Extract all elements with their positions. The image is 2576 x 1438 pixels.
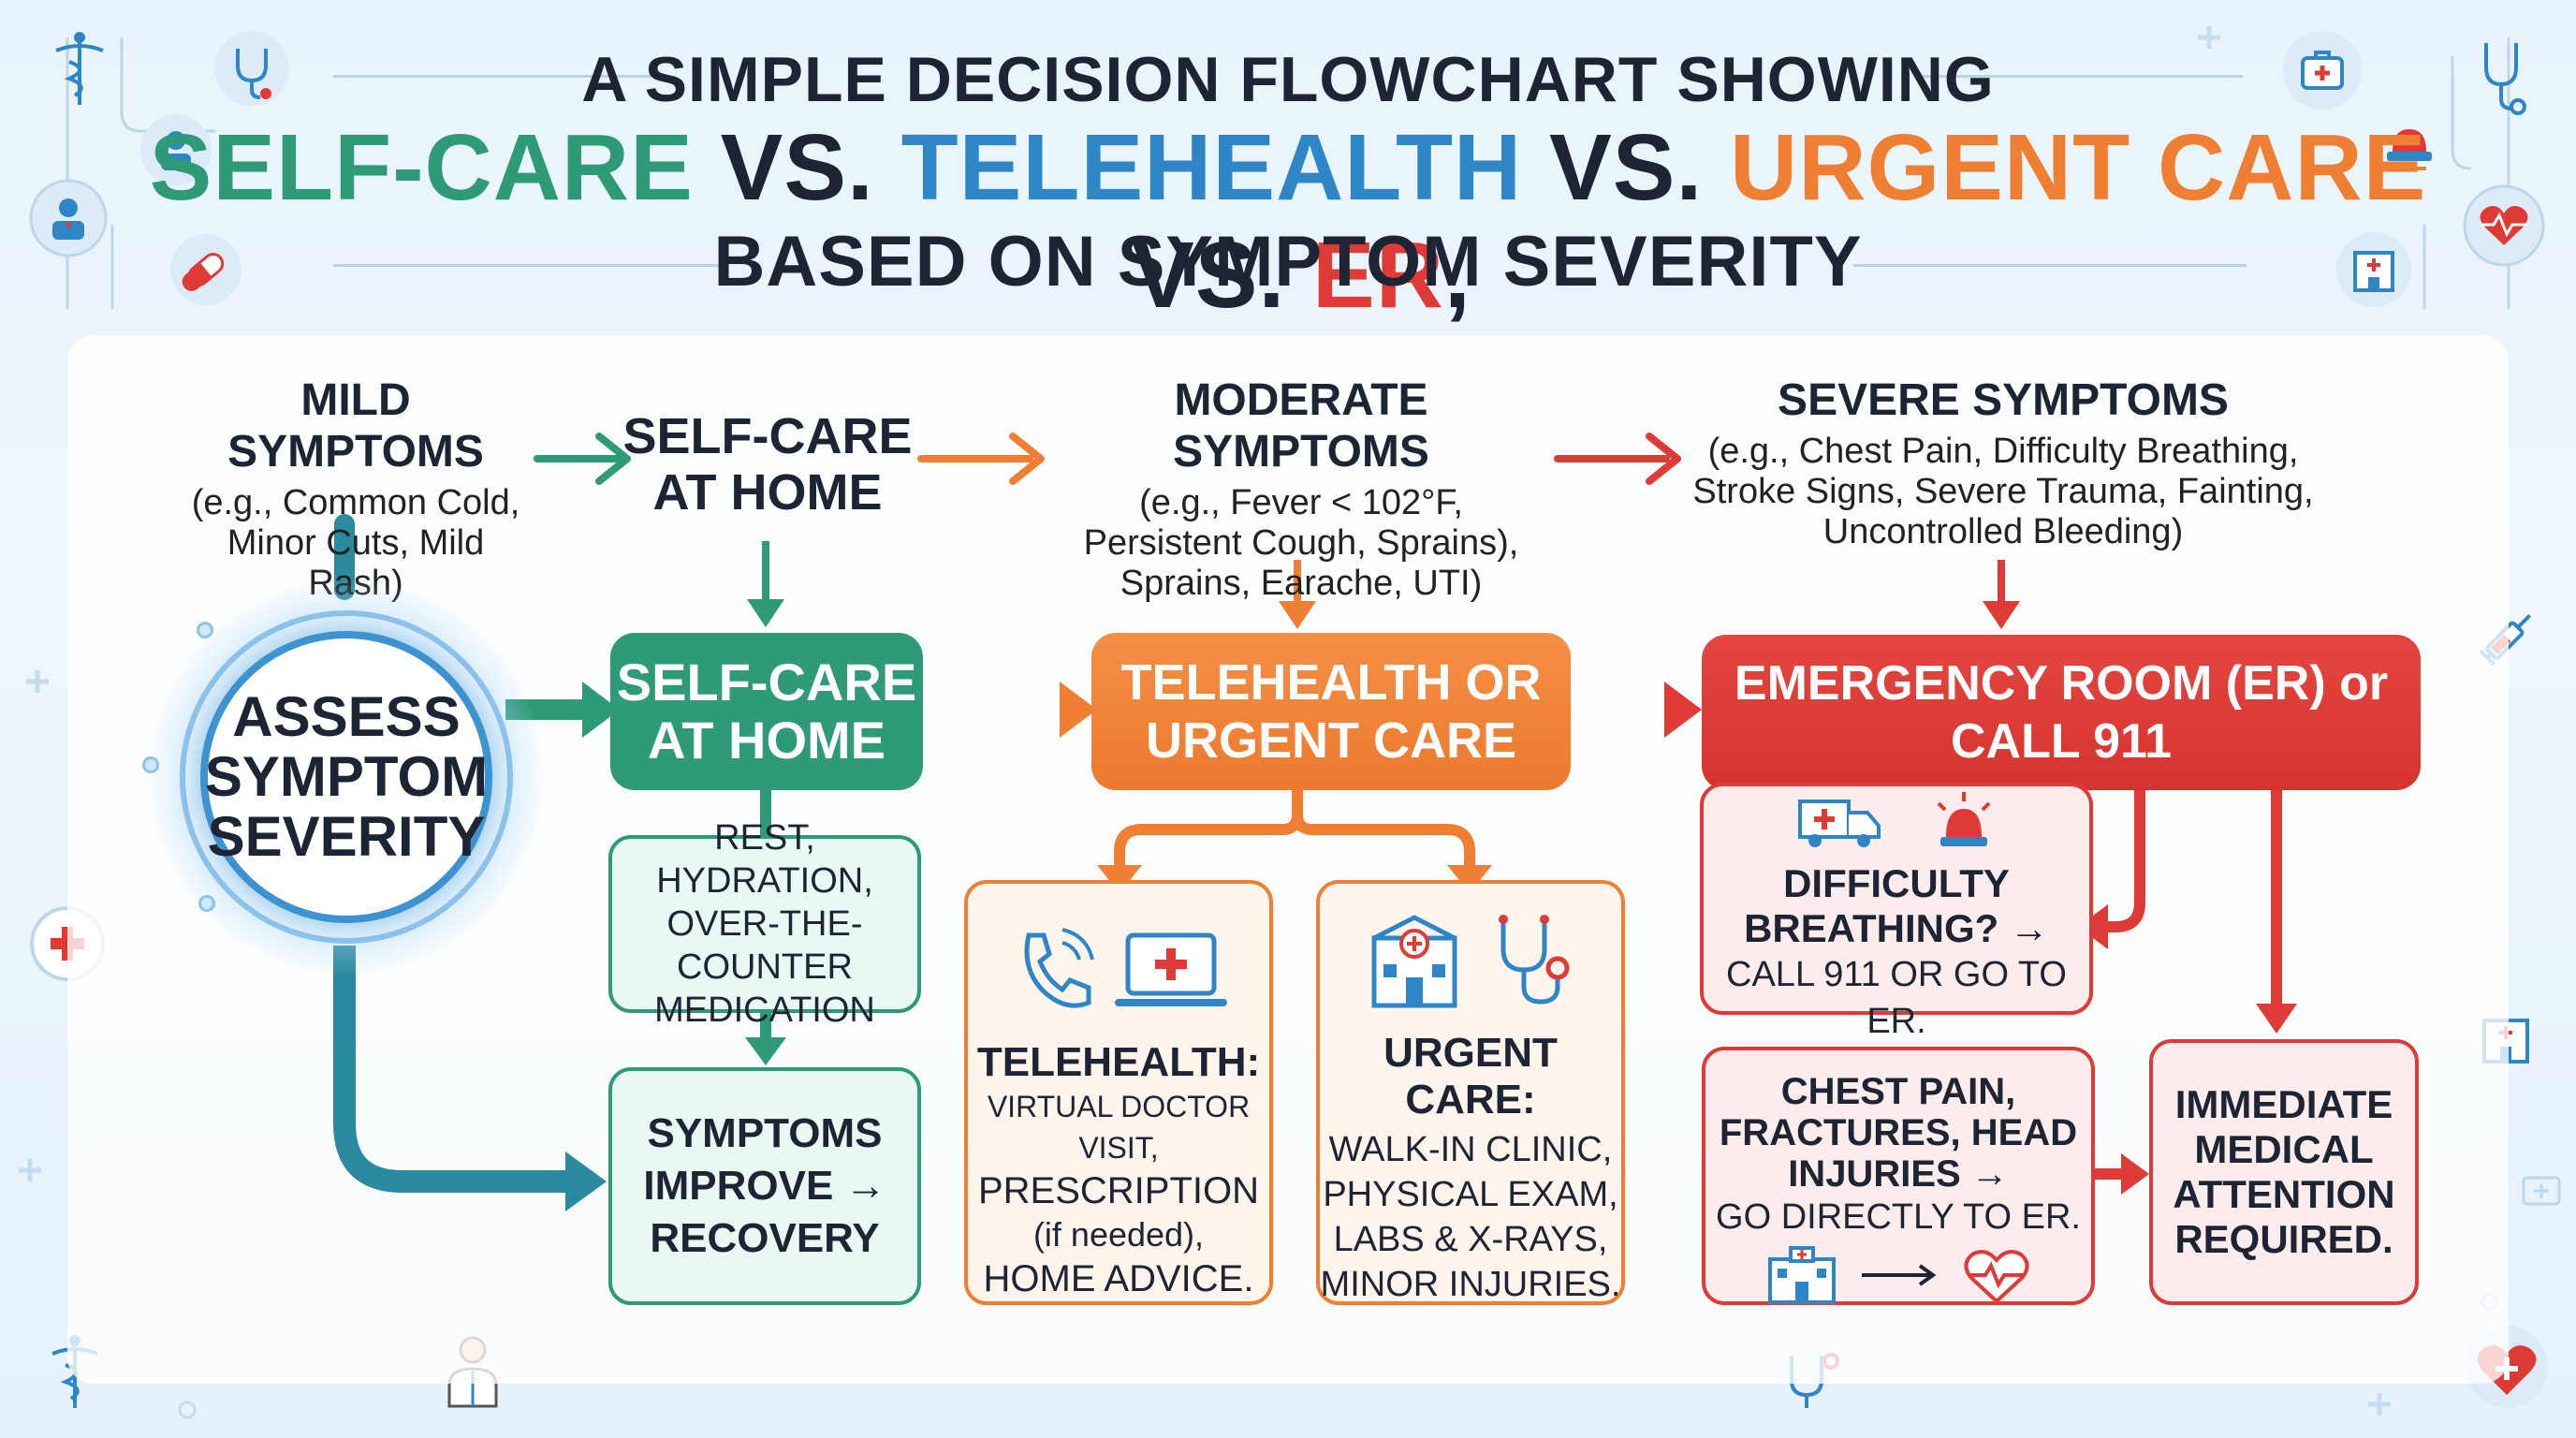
hospital-icon (2336, 232, 2411, 307)
stethoscope-icon (1499, 915, 1570, 1005)
connector-to-telehealth-box (1097, 865, 1142, 893)
title-vs-1: VS. (693, 115, 901, 220)
laptop-medical-icon (1115, 932, 1227, 1006)
header-severe-title: SEVERE SYMPTOMS (1778, 375, 2229, 425)
title-urgent-care: URGENT CARE (1730, 115, 2427, 220)
rest-text: REST, HYDRATION, OVER-THE-COUNTER MEDICA… (654, 818, 875, 1030)
immediate-attention-box: IMMEDIATE MEDICAL ATTENTION REQUIRED. (2149, 1039, 2419, 1305)
breathing-title: DIFFICULTY BREATHING? → (1744, 861, 2049, 950)
connector-assess-to-improve (333, 946, 607, 1211)
pill-icon (170, 234, 242, 305)
header-arrow-selfcare (917, 433, 1045, 485)
connector-to-urgent-box (1447, 865, 1492, 893)
title-rule-left-top (333, 75, 651, 78)
header-arrow-moderate (1554, 433, 1681, 485)
urgent-care-box: URGENT CARE: WALK-IN CLINIC, PHYSICAL EX… (1316, 880, 1625, 1305)
breathing-box: DIFFICULTY BREATHING? → CALL 911 OR GO T… (1700, 783, 2093, 1041)
connector-chest-to-immediate (2093, 1153, 2149, 1195)
first-aid-kit-icon (2283, 31, 2362, 110)
hospital-icon (1768, 1246, 1836, 1304)
heart-monitor-icon (2463, 184, 2545, 267)
heartbeat-icon (1964, 1250, 2029, 1304)
title-er: ER (1312, 223, 1444, 328)
ambulance-icon (1798, 800, 1881, 847)
selfcare-node[interactable]: SELF-CARE AT HOME (610, 633, 923, 790)
connector-telehealth-split (1114, 790, 1475, 869)
chest-body: GO DIRECTLY TO ER. (1716, 1197, 2081, 1237)
header-selfcare: SELF-CARE AT HOME (618, 408, 917, 521)
improve-box: SYMPTOMS IMPROVE → RECOVERY (608, 1067, 921, 1305)
header-moderate-examples: (e.g., Fever < 102°F, Persistent Cough, … (1083, 483, 1519, 603)
assess-glow-dot-3 (198, 895, 215, 912)
phone-icon (1024, 928, 1094, 1008)
header-severe-examples: (e.g., Chest Pain, Difficulty Breathing,… (1692, 432, 2314, 551)
doctor-icon (29, 179, 108, 257)
siren-icon (1937, 792, 1991, 846)
chest-title: CHEST PAIN, FRACTURES, HEAD INJURIES → (1719, 1071, 2078, 1195)
breathing-body: CALL 911 OR GO TO ER. (1726, 955, 2067, 1041)
title-line-1: A SIMPLE DECISION FLOWCHART SHOWING (581, 44, 1995, 115)
telehealth-line-1: VIRTUAL DOCTOR VISIT, (987, 1090, 1251, 1165)
title-rule-left-bottom (333, 264, 726, 267)
connector-rest-to-improve (745, 1009, 786, 1065)
connector-er-to-immediate (2256, 790, 2297, 1034)
urgent-body: WALK-IN CLINIC, PHYSICAL EXAM, LABS & X-… (1320, 1130, 1621, 1304)
improve-text: SYMPTOMS IMPROVE → RECOVERY (643, 1110, 886, 1261)
title-line-2: SELF-CARE VS. TELEHEALTH VS. URGENT CARE… (0, 114, 2576, 330)
title-comma: , (1443, 223, 1471, 328)
assess-label: ASSESS SYMPTOM SEVERITY (204, 685, 489, 868)
stethoscope-icon (2484, 43, 2526, 115)
title-vs-3: VS. (1105, 223, 1313, 328)
assess-ring (180, 610, 513, 944)
header-severe: SEVERE SYMPTOMS (e.g., Chest Pain, Diffi… (1685, 374, 2321, 552)
immediate-text: IMMEDIATE MEDICAL ATTENTION REQUIRED. (2173, 1082, 2395, 1261)
siren-icon (2373, 129, 2432, 170)
caduceus-icon (55, 32, 104, 105)
title-vs-2: VS. (1522, 115, 1731, 220)
telehealth-title: TELEHEALTH: (976, 1039, 1261, 1085)
title-selfcare: SELF-CARE (149, 115, 694, 220)
connector-assess-to-selfcare (505, 682, 620, 738)
clinic-icon (1371, 915, 1457, 1008)
connector-telehealth-to-er (1569, 682, 1702, 738)
header-selfcare-title: SELF-CARE AT HOME (622, 408, 913, 521)
telehealth-box: TELEHEALTH: VIRTUAL DOCTOR VISIT, PRESCR… (964, 880, 1273, 1305)
first-aid-kit-icon (2522, 1176, 2561, 1206)
chest-pain-box: CHEST PAIN, FRACTURES, HEAD INJURIES → G… (1702, 1047, 2095, 1305)
arrow-right-icon (1862, 1264, 1937, 1286)
telehealth-line-4: HOME ADVICE. (983, 1258, 1254, 1299)
header-arrow-mild (534, 433, 631, 485)
header-mild-title: MILD SYMPTOMS (227, 375, 484, 477)
connector-selfcare-header-down (747, 541, 784, 627)
connector-er-to-breathing (2078, 790, 2145, 949)
header-mild: MILD SYMPTOMS (e.g., Common Cold, Minor … (178, 374, 534, 604)
telehealth-line-2: PRESCRIPTION (977, 1170, 1260, 1211)
header-moderate-title: MODERATE SYMPTOMS (1173, 375, 1429, 477)
connector-severe-header-down (1983, 560, 2020, 629)
assess-glow-dot-2 (142, 756, 159, 773)
connector-moderate-header-down (1279, 560, 1316, 629)
patient-icon (140, 114, 212, 185)
title-line-3: BASED ON SYMPTOM SEVERITY (713, 222, 1863, 301)
header-mild-examples: (e.g., Common Cold, Minor Cuts, Mild Ras… (191, 483, 520, 603)
stethoscope-icon (214, 31, 289, 106)
assess-glow-dot-1 (197, 622, 213, 638)
urgent-title: URGENT CARE: (1383, 1030, 1558, 1123)
telehealth-urgent-node[interactable]: TELEHEALTH OR URGENT CARE (1091, 633, 1571, 790)
title-rule-right-bottom (1853, 264, 2247, 267)
title-telehealth: TELEHEALTH (900, 115, 1523, 220)
er-node[interactable]: EMERGENCY ROOM (ER) or CALL 911 (1702, 635, 2421, 790)
connector-selfcare-to-telehealth (921, 682, 1097, 738)
assess-inner: ASSESS SYMPTOM SEVERITY (200, 631, 492, 923)
header-moderate: MODERATE SYMPTOMS (e.g., Fever < 102°F, … (1048, 374, 1554, 604)
rest-box: REST, HYDRATION, OVER-THE-COUNTER MEDICA… (608, 818, 921, 1030)
telehealth-line-3: (if needed), (1032, 1215, 1205, 1254)
title-rule-right-top (1915, 75, 2243, 78)
